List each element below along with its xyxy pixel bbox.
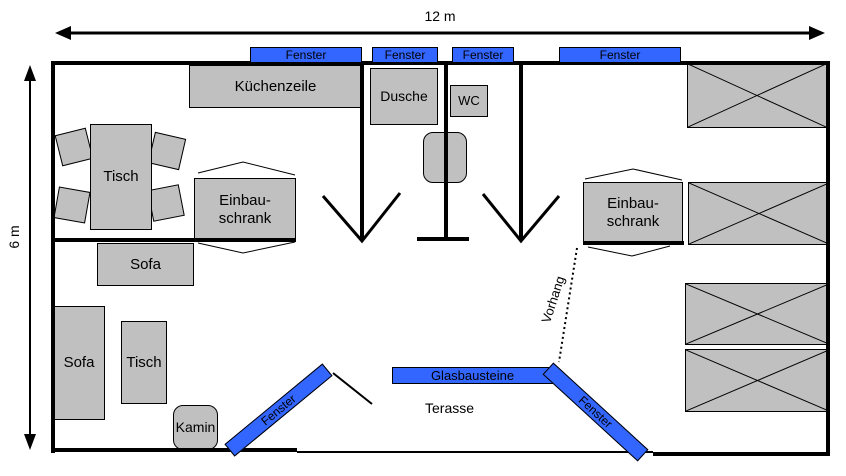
- window-label: Fenster: [599, 48, 641, 62]
- curtain-dotted-line: [558, 247, 578, 363]
- glass-blocks-window: Glasbausteine: [392, 367, 553, 384]
- window-label: Fenster: [384, 48, 426, 62]
- chair: [147, 184, 185, 222]
- window-label: Fenster: [462, 48, 504, 62]
- wall-bottom-left: [53, 448, 297, 452]
- window-top-1: Fenster: [250, 47, 362, 63]
- terrace-door-swing: [332, 372, 373, 405]
- terrace-label: Terasse: [425, 400, 475, 416]
- arrowhead-left-icon: [55, 26, 71, 40]
- wardrobe-right-door-top: [584, 168, 683, 181]
- shower-label: Dusche: [380, 88, 428, 105]
- wardrobe-left-door-bottom: [197, 241, 296, 254]
- bed-cross: [689, 183, 829, 244]
- kitchen-unit-box: Küchenzeile: [189, 65, 362, 108]
- window-diagonal-left: Fenster: [224, 363, 333, 457]
- bed-1: [687, 63, 827, 128]
- bed-cross: [686, 350, 829, 411]
- wall-right: [826, 61, 830, 456]
- fireplace-box: Kamin: [173, 405, 218, 450]
- wall-bathroom-left: [360, 63, 364, 240]
- arrowhead-right-icon: [809, 26, 825, 40]
- wall-sleeping-stub: [583, 241, 684, 245]
- dining-table-label: Tisch: [103, 168, 139, 186]
- wall-bottom-right: [653, 452, 828, 456]
- wardrobe-right-label: Einbau- schrank: [606, 195, 660, 230]
- sofa-left-label: Sofa: [63, 354, 95, 372]
- window-top-3: Fenster: [452, 47, 514, 63]
- bed-3: [685, 283, 830, 345]
- arrowhead-up-icon: [24, 65, 36, 81]
- bed-cross: [688, 64, 826, 127]
- wardrobe-left-door-top: [197, 161, 296, 176]
- window-label: Fenster: [258, 391, 299, 429]
- bed-cross: [686, 284, 829, 344]
- bed-4: [685, 349, 830, 412]
- curtain-label: Vorhang: [538, 274, 568, 325]
- terrace-edge-line: [297, 451, 653, 453]
- window-label: Fenster: [575, 393, 616, 431]
- sofa-left-box: Sofa: [53, 306, 105, 420]
- dimension-width-label: 12 m: [424, 8, 456, 24]
- window-top-4: Fenster: [559, 47, 681, 63]
- wall-bathroom-middle: [444, 63, 448, 238]
- fireplace-label: Kamin: [175, 419, 216, 436]
- wc-box: WC: [450, 85, 488, 117]
- wall-top: [53, 61, 828, 65]
- shower-box: Dusche: [370, 68, 438, 125]
- window-diagonal-right: Fenster: [542, 362, 649, 462]
- wall-left: [51, 61, 55, 453]
- dining-table-box: Tisch: [90, 124, 152, 230]
- sofa-top-box: Sofa: [97, 243, 194, 286]
- wall-bathroom-right: [519, 63, 523, 240]
- chair: [147, 131, 187, 171]
- wardrobe-right-box: Einbau- schrank: [583, 182, 683, 243]
- chair: [53, 186, 91, 224]
- wardrobe-right-door-bottom: [587, 245, 671, 257]
- sofa-top-label: Sofa: [130, 255, 161, 273]
- side-table-box: Tisch: [121, 321, 167, 404]
- wc-label: WC: [458, 92, 480, 108]
- glass-blocks-label: Glasbausteine: [430, 368, 515, 383]
- kitchen-unit-label: Küchenzeile: [234, 77, 317, 95]
- window-top-2: Fenster: [372, 47, 438, 63]
- wall-bathroom-middle-cap: [417, 237, 469, 241]
- wardrobe-left-box: Einbau- schrank: [194, 178, 296, 241]
- chair: [54, 127, 94, 167]
- wall-living-divider: [53, 238, 296, 242]
- window-label: Fenster: [285, 48, 327, 62]
- bed-2: [688, 182, 830, 245]
- side-table-label: Tisch: [126, 353, 162, 371]
- wardrobe-left-label: Einbau- schrank: [218, 192, 272, 227]
- arrowhead-down-icon: [24, 434, 36, 450]
- dimension-height-label: 6 m: [6, 225, 22, 249]
